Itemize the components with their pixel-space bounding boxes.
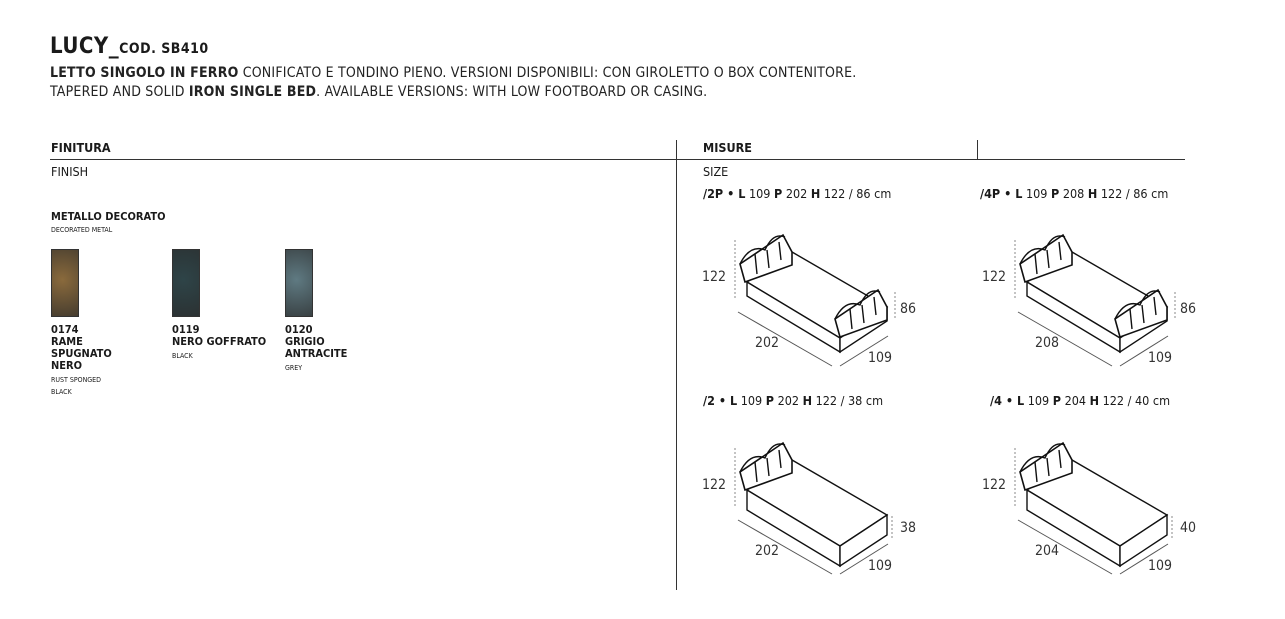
bed-diagram: 122 202 109 38 (702, 441, 916, 575)
width-dimension: 109 (1148, 350, 1172, 366)
size-spec: /2 • L 109 P 202 H 122 / 38 cm (703, 393, 884, 408)
width-dimension: 109 (1148, 558, 1172, 574)
size-subheader: SIZE (703, 164, 729, 179)
finish-swatch[interactable] (285, 249, 313, 317)
bed-diagram: 122 208 109 86 (982, 233, 1196, 367)
height-dimension: 122 (982, 477, 1006, 493)
size-header: MISURE (703, 140, 752, 155)
finish-header: FINITURA (51, 140, 111, 155)
size-spec: /2P • L 109 P 202 H 122 / 86 cm (703, 186, 892, 201)
foot-height-dimension: 86 (1180, 301, 1196, 317)
finish-swatch[interactable] (172, 249, 200, 317)
height-dimension: 122 (982, 269, 1006, 285)
foot-height-dimension: 40 (1180, 520, 1196, 536)
bed-diagram: 122 202 109 86 (702, 233, 916, 367)
description-english: TAPERED AND SOLID IRON SINGLE BED. AVAIL… (50, 84, 708, 100)
height-dimension: 122 (702, 269, 726, 285)
description-italian: LETTO SINGOLO IN FERRO CONIFICATO E TOND… (50, 65, 857, 81)
length-dimension: 208 (1035, 335, 1059, 351)
height-dimension: 122 (702, 477, 726, 493)
length-dimension: 202 (755, 335, 779, 351)
length-dimension: 202 (755, 543, 779, 559)
finish-swatch[interactable] (51, 249, 79, 317)
length-dimension: 204 (1035, 543, 1059, 559)
width-dimension: 109 (868, 558, 892, 574)
page-title: LUCY_COD. SB410 (50, 34, 209, 59)
column-divider (977, 140, 978, 160)
column-divider (676, 140, 677, 590)
header-divider (50, 159, 1185, 160)
size-spec: /4 • L 109 P 204 H 122 / 40 cm (990, 393, 1171, 408)
bed-diagram: 122 204 109 40 (982, 441, 1196, 575)
finish-group-subtitle: DECORATED METAL (51, 226, 113, 234)
finish-group-title: METALLO DECORATO (51, 210, 166, 223)
width-dimension: 109 (868, 350, 892, 366)
foot-height-dimension: 38 (900, 520, 916, 536)
foot-height-dimension: 86 (900, 301, 916, 317)
finish-subheader: FINISH (51, 164, 89, 179)
size-spec: /4P • L 109 P 208 H 122 / 86 cm (980, 186, 1169, 201)
